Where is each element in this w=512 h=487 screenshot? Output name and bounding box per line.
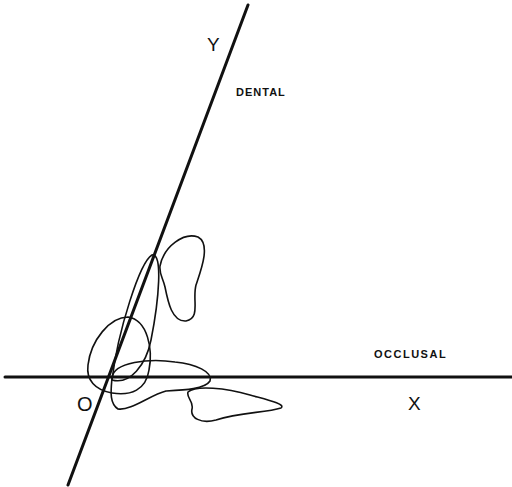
axis-label: O xyxy=(77,394,93,414)
tooth-outline xyxy=(188,388,282,421)
tooth-outline xyxy=(160,236,205,321)
axis-label: OCCLUSAL xyxy=(374,349,447,360)
tooth-outline xyxy=(88,317,151,394)
axis-label: Y xyxy=(207,35,220,54)
dental-axis xyxy=(68,5,248,485)
tooth-outline xyxy=(111,361,210,410)
axis-label: X xyxy=(408,394,421,413)
occlusal-axis xyxy=(5,376,512,379)
axis-label: DENTAL xyxy=(236,87,286,98)
